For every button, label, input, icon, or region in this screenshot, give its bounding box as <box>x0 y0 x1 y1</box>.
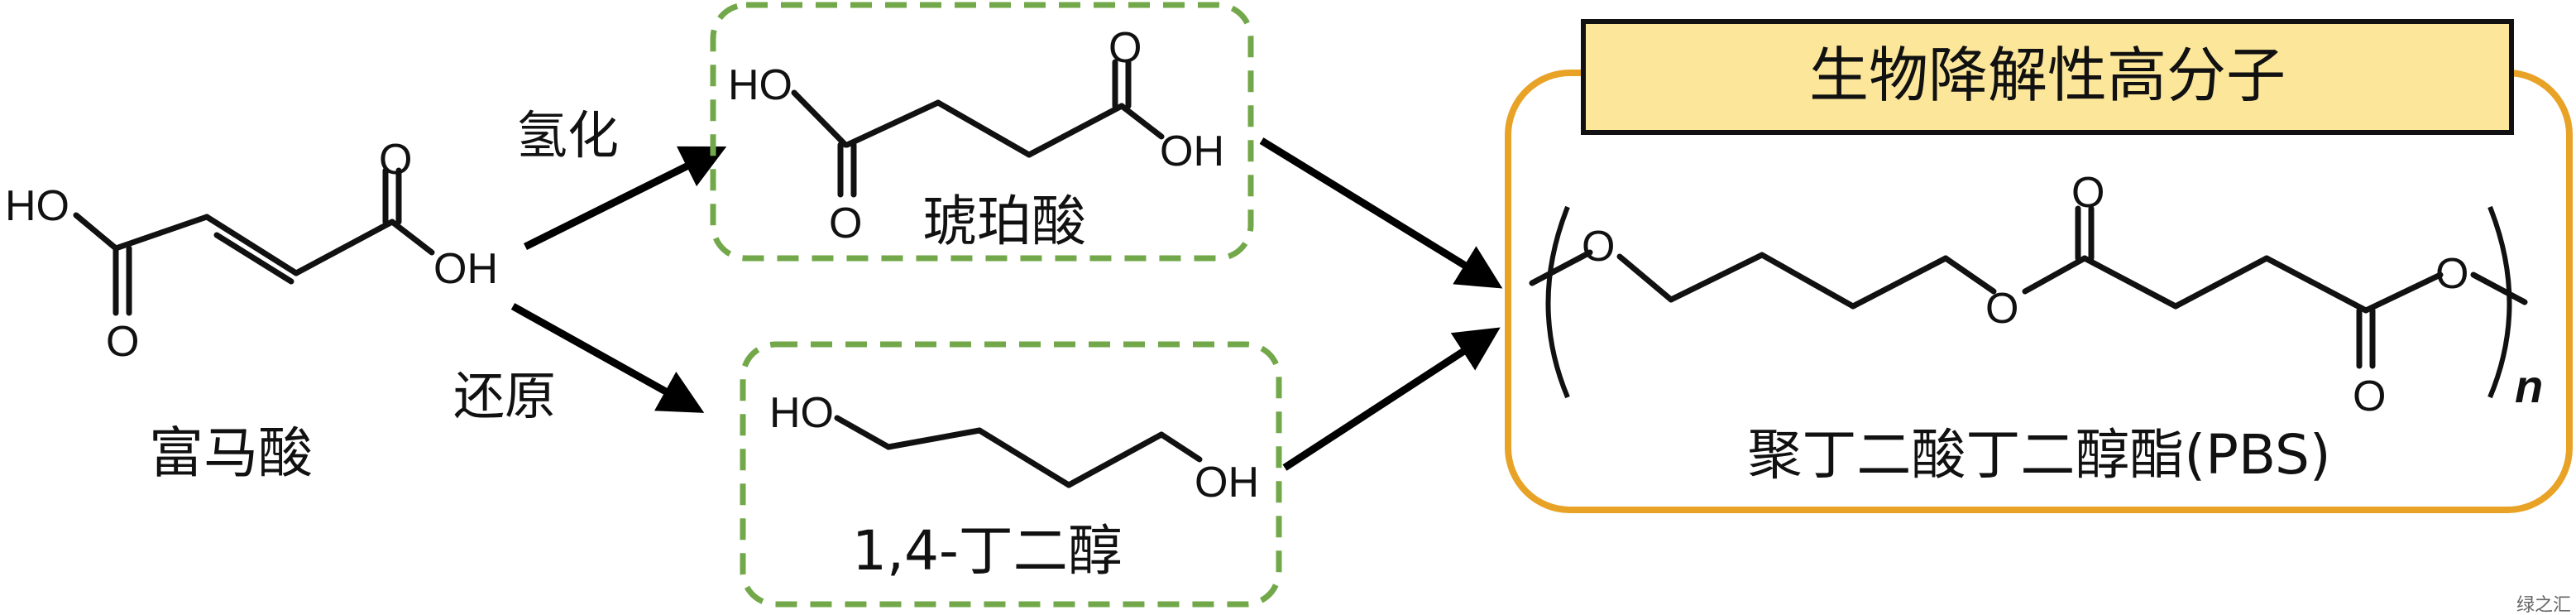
succinic-o-top: O <box>1108 24 1142 72</box>
pbs-o-ester: O <box>1985 285 2018 333</box>
bond <box>2263 255 2369 314</box>
bond <box>2172 255 2270 310</box>
fumaric-acid-structure: HO O O OH <box>5 136 498 366</box>
bond <box>1158 431 1203 463</box>
bond <box>976 427 1072 488</box>
bond <box>834 415 892 450</box>
bond <box>2081 255 2179 310</box>
bond <box>2022 255 2088 295</box>
bond <box>1118 103 1165 140</box>
fumaric-ho: HO <box>5 182 69 230</box>
butanediol-oh: OH <box>1195 459 1259 507</box>
bond <box>293 219 395 276</box>
butanediol-ho: HO <box>769 389 834 437</box>
bond <box>113 214 210 252</box>
fumaric-o-top: O <box>379 136 412 184</box>
title-box <box>1581 19 2514 135</box>
bond <box>1065 431 1165 488</box>
succinic-acid-structure: HO O O OH <box>728 24 1224 247</box>
pbs-o-carbonyl-bottom: O <box>2353 372 2386 420</box>
butanediol-label: 1,4-丁二醇 <box>852 519 1123 583</box>
succinic-acid-label: 琥珀酸 <box>922 190 1086 253</box>
succinic-o-bottom: O <box>829 199 862 247</box>
right-bracket <box>2487 205 2512 399</box>
hydrogenation-label: 氢化 <box>516 105 619 166</box>
bond <box>73 212 119 252</box>
bond <box>2470 271 2528 305</box>
bond <box>935 99 1032 158</box>
left-bracket <box>1545 205 1570 399</box>
bond <box>1850 255 1949 310</box>
succinic-ho: HO <box>728 61 792 109</box>
bond <box>1759 252 1856 310</box>
fumaric-oh: OH <box>433 245 498 293</box>
bond <box>213 232 294 285</box>
reduction-arrow <box>510 303 705 413</box>
fumaric-o-bottom: O <box>106 318 139 366</box>
pbs-structure: O O O O O n <box>1529 169 2543 420</box>
bond <box>885 427 983 450</box>
title-text: 生物降解性高分子 <box>1809 41 2286 110</box>
bond <box>1668 252 1765 303</box>
bond <box>1529 249 1593 286</box>
bond <box>1026 103 1125 158</box>
succinic-oh: OH <box>1160 127 1224 175</box>
bond <box>791 89 849 148</box>
pbs-o-ether-left: O <box>1582 223 1615 271</box>
hydrogenation-arrow <box>523 146 727 251</box>
butanediol-to-pbs-arrow <box>1282 327 1501 471</box>
pbs-o-ether-right: O <box>2435 250 2468 298</box>
bond <box>1616 253 1674 303</box>
butanediol-structure: HO OH <box>769 389 1259 507</box>
reduction-label: 还原 <box>453 366 556 426</box>
bond <box>844 99 941 148</box>
bond <box>1942 255 1997 295</box>
bond <box>389 219 435 256</box>
pbs-o-carbonyl-top: O <box>2071 169 2104 217</box>
succinic-to-pbs-arrow <box>1259 137 1503 289</box>
bond <box>2363 271 2444 314</box>
repeat-unit-n: n <box>2515 360 2543 412</box>
pbs-label: 聚丁二酸丁二醇酯(PBS) <box>1747 423 2330 487</box>
watermark: 绿之汇 <box>2516 595 2571 615</box>
bond <box>203 214 299 276</box>
fumaric-acid-label: 富马酸 <box>149 421 313 485</box>
